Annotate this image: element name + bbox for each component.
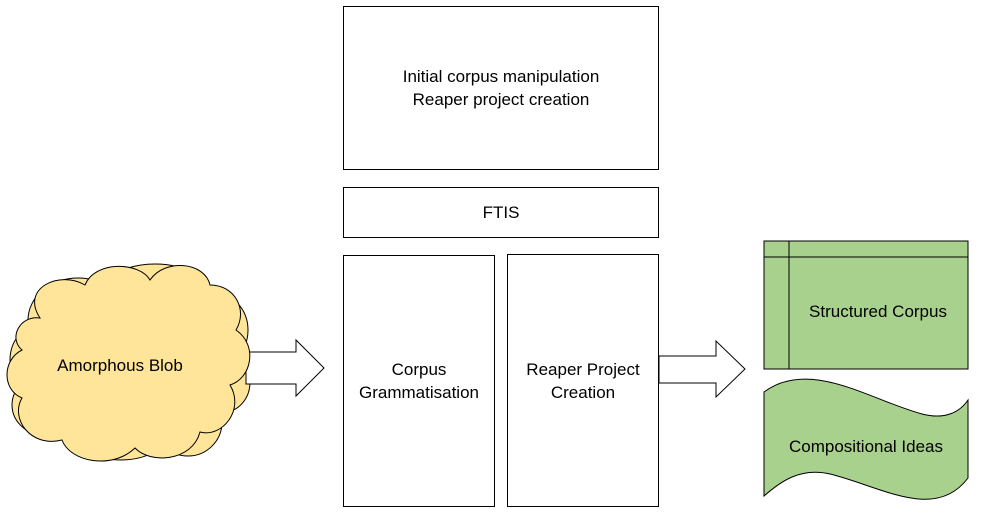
initial-corpus-box: Initial corpus manipulation Reaper proje… (343, 6, 659, 170)
grammar-box-line1: Corpus (391, 360, 447, 379)
reaper-box-line1: Reaper Project (526, 359, 640, 379)
structured-corpus-shape (763, 240, 969, 370)
input-arrow (245, 338, 325, 398)
initial-box-line2: Reaper project creation (412, 90, 590, 109)
compositional-ideas-label: Compositional Ideas (788, 437, 944, 456)
corpus-grammatisation-box: Corpus Grammatisation (343, 255, 495, 507)
structured-corpus-label: Structured Corpus (809, 302, 947, 321)
compositional-ideas-shape (763, 378, 969, 500)
reaper-project-creation-box: Reaper Project Creation (507, 254, 659, 507)
grammar-box-line2: Grammatisation (359, 383, 479, 402)
initial-box-line1: Initial corpus manipulation (402, 67, 600, 86)
ftis-label: FTIS (482, 203, 520, 222)
ftis-box: FTIS (343, 187, 659, 238)
amorphous-blob-label: Amorphous Blob (57, 356, 183, 375)
output-arrow (658, 339, 746, 399)
reaper-box-line2: Creation (550, 382, 616, 402)
